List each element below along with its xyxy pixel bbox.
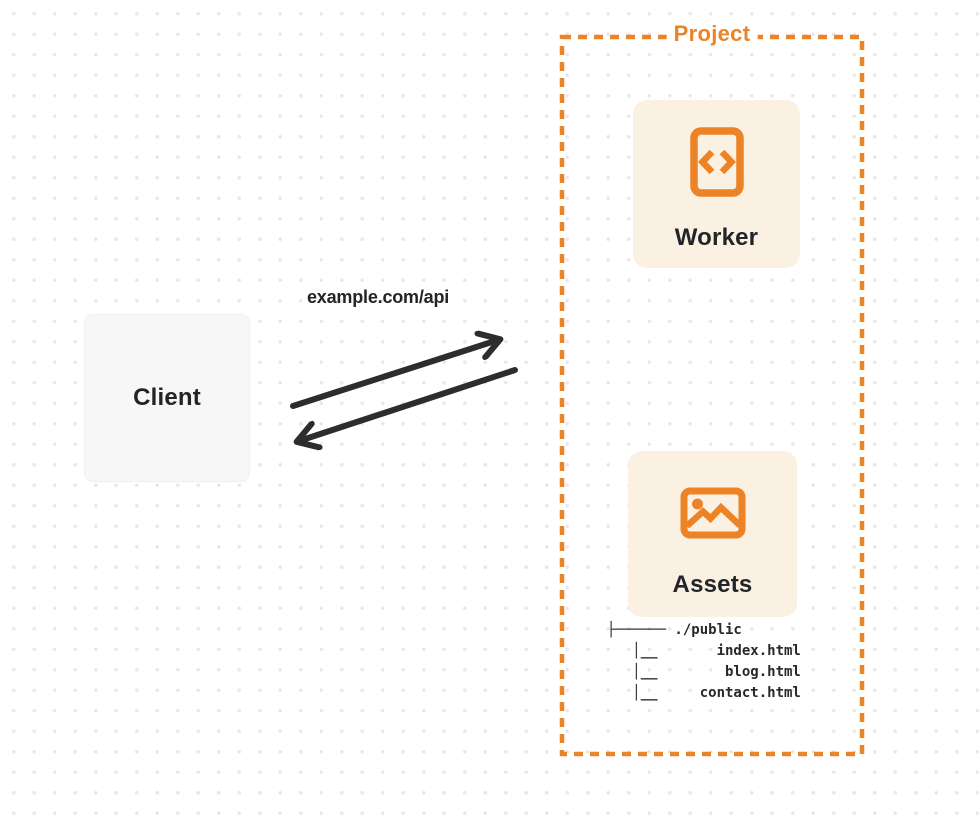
- request-arrow: [290, 340, 498, 409]
- assets-file-tree: ├────── ./public │__ index.html │__ blog…: [607, 620, 801, 704]
- request-url-label: example.com/api: [307, 287, 450, 307]
- tree-line-contact: │__ contact.html: [607, 685, 801, 701]
- project-boundary: Project Worker Assets ├────── ./public │…: [559, 20, 865, 757]
- tree-line-blog: │__ blog.html: [607, 664, 801, 680]
- assets-node: Assets: [628, 451, 797, 617]
- response-arrow: [299, 367, 518, 441]
- project-label: Project: [666, 20, 758, 47]
- client-node: Client: [84, 314, 250, 482]
- code-file-icon: [689, 127, 744, 197]
- image-icon: [680, 487, 745, 539]
- assets-label: Assets: [672, 571, 753, 598]
- client-label: Client: [133, 384, 201, 411]
- tree-line-public: ├────── ./public: [607, 622, 742, 638]
- worker-label: Worker: [674, 224, 759, 251]
- worker-node: Worker: [633, 100, 800, 268]
- tree-line-index: │__ index.html: [607, 643, 801, 659]
